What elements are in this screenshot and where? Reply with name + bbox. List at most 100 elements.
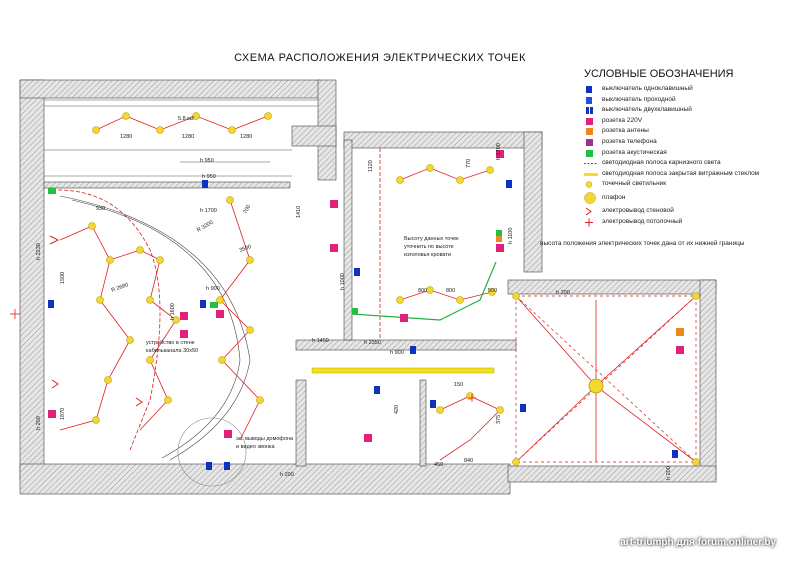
svg-text:h 1600: h 1600 — [170, 303, 176, 320]
legend-item-socket-220: розетка 220V — [584, 116, 794, 127]
watermark: art-triumph для forum.onliner.by — [620, 537, 776, 548]
svg-text:800: 800 — [418, 288, 427, 294]
svg-text:изголовья кровати: изголовья кровати — [404, 252, 451, 258]
room-diagonals — [515, 295, 697, 463]
svg-text:1280: 1280 — [182, 134, 194, 140]
wall-bedroom-north — [343, 131, 543, 149]
switch-double-icon — [586, 107, 593, 115]
svg-text:770: 770 — [466, 159, 472, 168]
legend-item-wall-outlet: электровывод стеновой — [584, 206, 794, 217]
legend: выключатель одноклавишный выключатель пр… — [584, 84, 794, 227]
svg-text:R 2680: R 2680 — [111, 282, 130, 294]
sockets-antenna — [496, 236, 684, 336]
legend-item-socket-acoustic: розетка акустическая — [584, 148, 794, 159]
page-title: СХЕМА РАСПОЛОЖЕНИЯ ЭЛЕКТРИЧЕСКИХ ТОЧЕК — [234, 52, 526, 64]
svg-text:и видео звонка: и видео звонка — [236, 444, 275, 450]
acoustic-wire — [351, 261, 497, 321]
svg-text:1410: 1410 — [296, 206, 302, 218]
svg-text:h 950: h 950 — [200, 158, 214, 164]
plafond-icon — [584, 192, 596, 204]
svg-text:3500: 3500 — [239, 244, 253, 254]
svg-text:h 200: h 200 — [280, 472, 294, 478]
svg-text:h 200: h 200 — [36, 416, 42, 430]
wall-kitchen-top — [43, 181, 291, 189]
wall-corridor — [295, 339, 517, 351]
svg-text:уточнить по высоте: уточнить по высоте — [404, 244, 454, 250]
svg-text:h 1700: h 1700 — [200, 208, 217, 214]
legend-item-ceiling-outlet: электровывод потолочный — [584, 217, 794, 228]
socket-antenna-icon — [586, 128, 593, 136]
svg-text:800: 800 — [446, 288, 455, 294]
height-note: высота положения электрических точек дан… — [540, 240, 745, 247]
wall-outlet-icon — [585, 207, 592, 216]
svg-text:420: 420 — [394, 405, 400, 414]
svg-text:h 200: h 200 — [666, 466, 672, 480]
wall-bedroom-east — [523, 131, 543, 273]
legend-item-cornice-led: светодиодная полоса карнизного света — [584, 158, 794, 169]
ceiling-outlet-icon — [585, 218, 593, 227]
balcony — [44, 99, 318, 177]
legend-item-switch-single: выключатель одноклавишный — [584, 84, 794, 95]
legend-item-switch-pass: выключатель проходной — [584, 95, 794, 106]
svg-text:h 900: h 900 — [206, 286, 220, 292]
svg-text:450: 450 — [434, 462, 443, 468]
svg-text:840: 840 — [464, 458, 473, 464]
svg-text:1500: 1500 — [60, 272, 66, 284]
dimension-labels: 5.8 м2 1280 1280 1280 h 950 h 950 h 1700… — [36, 116, 672, 480]
svg-text:R 3200: R 3200 — [196, 220, 214, 234]
switch-pass-icon — [586, 96, 592, 104]
svg-text:500: 500 — [488, 288, 497, 294]
legend-item-socket-phone: розетка телефона — [584, 137, 794, 148]
switch-single-icon — [586, 86, 592, 93]
wall-outlets — [49, 235, 143, 407]
sockets-acoustic — [48, 188, 502, 314]
socket-220-icon — [586, 117, 593, 125]
wall-south — [19, 463, 511, 495]
legend-title: УСЛОВНЫЕ ОБОЗНАЧЕНИЯ — [584, 68, 734, 80]
svg-text:h 1450: h 1450 — [312, 338, 329, 344]
svg-text:эл. выводы домофона: эл. выводы домофона — [236, 436, 294, 442]
legend-item-spot-lamp: точечный светильник — [584, 179, 794, 190]
svg-text:кабельканала 30х50: кабельканала 30х50 — [146, 348, 198, 354]
switches — [48, 180, 678, 470]
svg-text:h 200: h 200 — [556, 290, 570, 296]
svg-text:h 900: h 900 — [390, 350, 404, 356]
ceiling-outlets — [10, 309, 476, 402]
spot-lamps — [88, 112, 700, 466]
svg-text:1120: 1120 — [368, 160, 374, 172]
socket-acoustic-icon — [586, 149, 593, 157]
svg-text:375: 375 — [496, 415, 502, 424]
svg-text:h 1100: h 1100 — [508, 228, 514, 244]
svg-text:h 1000: h 1000 — [340, 273, 346, 290]
wall-west — [19, 79, 45, 481]
svg-text:1280: 1280 — [240, 134, 252, 140]
svg-text:1280: 1280 — [120, 134, 132, 140]
sockets-220v — [48, 150, 684, 442]
svg-text:h 2350: h 2350 — [364, 340, 381, 346]
wall-bath-mid — [419, 379, 427, 467]
svg-text:h 1700: h 1700 — [496, 143, 502, 160]
legend-item-switch-double: выключатель двухклавишный — [584, 105, 794, 116]
legend-item-plafond: плафон — [584, 190, 794, 206]
wall-room-south — [507, 465, 717, 483]
wall-north-left — [19, 79, 321, 99]
svg-text:5.8 м2: 5.8 м2 — [178, 116, 194, 122]
cornice-led-icon — [584, 163, 598, 165]
cornice-led — [57, 148, 381, 451]
legend-item-socket-antenna: розетка антены — [584, 126, 794, 137]
led-strip-glass — [311, 367, 495, 374]
legend-item-glass-led: светодиодная полоса закрытая витражным с… — [584, 169, 794, 180]
wall-bay — [291, 125, 337, 147]
wall-bath-west — [295, 379, 307, 467]
svg-text:Высоту данных точек: Высоту данных точек — [404, 236, 459, 242]
svg-text:устройство в стене: устройство в стене — [146, 339, 195, 346]
svg-text:930: 930 — [96, 206, 105, 212]
svg-text:150: 150 — [454, 382, 463, 388]
svg-text:1870: 1870 — [60, 408, 66, 420]
spot-lamp-icon — [585, 181, 593, 189]
arc-curves — [59, 195, 251, 487]
svg-text:h 2230: h 2230 — [36, 243, 42, 260]
svg-text:700: 700 — [243, 204, 253, 215]
